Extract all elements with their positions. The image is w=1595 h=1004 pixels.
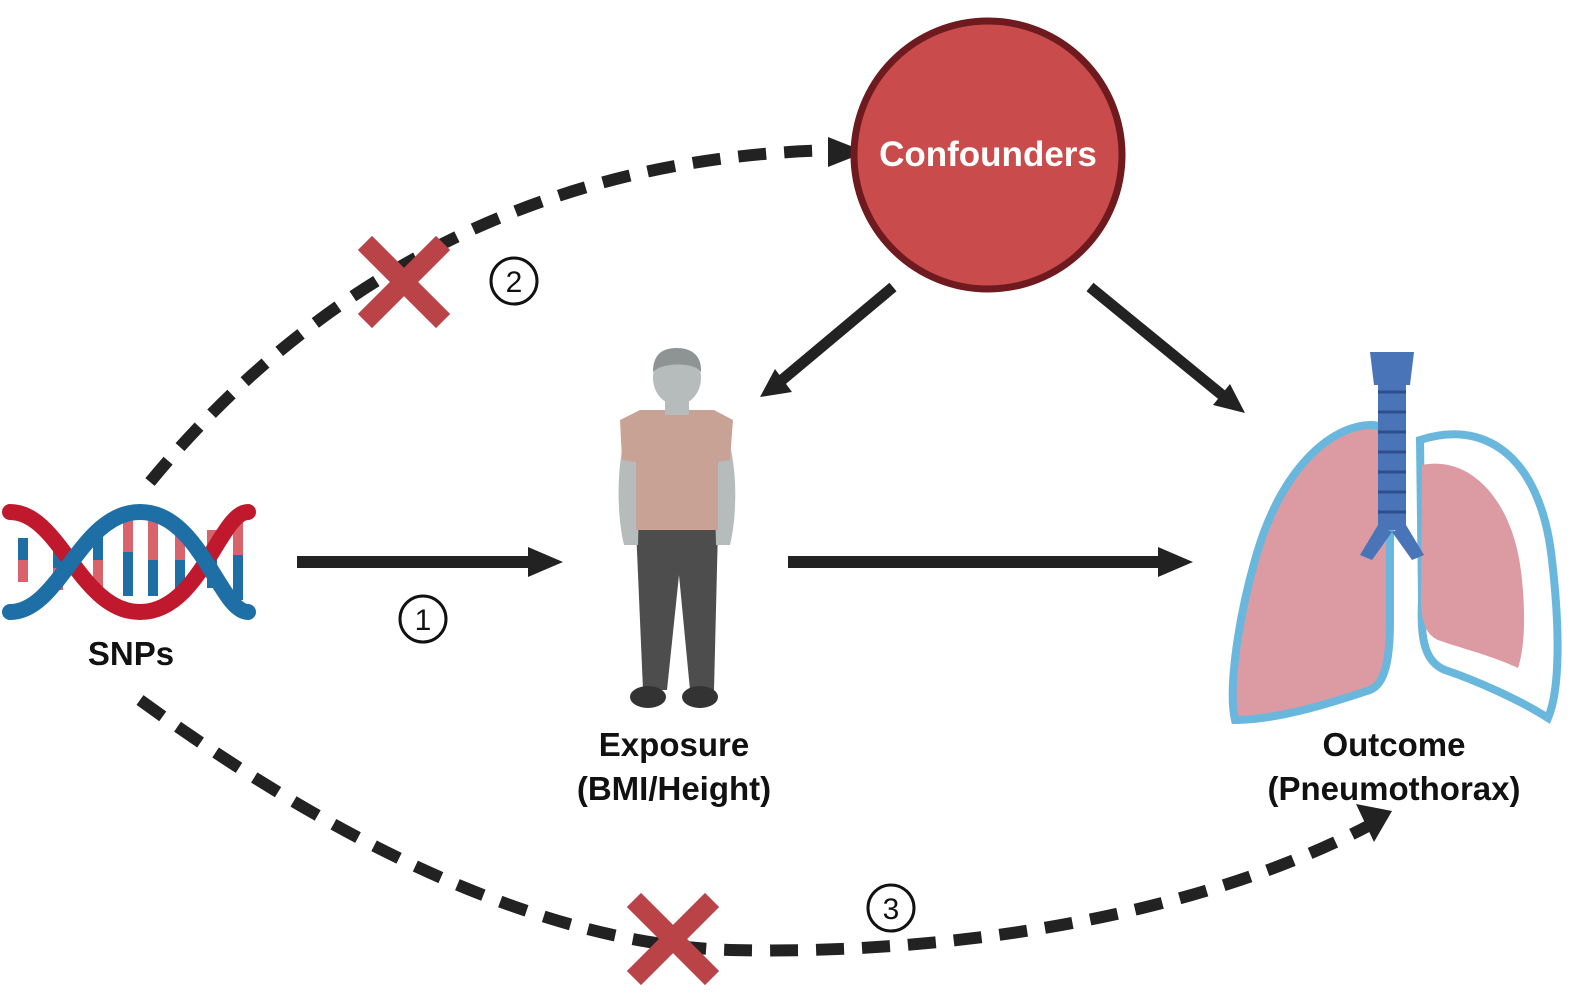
person-icon: [618, 348, 736, 708]
arrowhead-confounders: [828, 137, 866, 167]
cross-icon: [357, 235, 451, 329]
marker-2: 2: [489, 256, 539, 306]
cross-icon: [626, 892, 720, 986]
outcome-label: Outcome: [1322, 726, 1465, 763]
svg-text:3: 3: [883, 893, 900, 926]
confounders-node: Confounders: [850, 17, 1126, 293]
marker-3: 3: [866, 883, 916, 933]
marker-1: 1: [398, 594, 448, 644]
confounders-label: Confounders: [879, 135, 1097, 174]
arrow-confounders-to-outcome: [1086, 282, 1245, 413]
snps-label: SNPs: [88, 635, 174, 672]
exposure-sublabel: (BMI/Height): [577, 770, 771, 807]
arrow-exposure-to-outcome: [788, 547, 1193, 577]
svg-text:1: 1: [415, 604, 432, 637]
arrow-snps-to-exposure: [297, 547, 563, 577]
arrowhead-outcome-dashed: [1356, 804, 1392, 842]
lungs-icon: [1228, 352, 1562, 725]
dna-icon: [2, 503, 256, 621]
path-snps-to-outcome: [136, 695, 1392, 957]
outcome-sublabel: (Pneumothorax): [1267, 770, 1520, 807]
path-snps-to-confounders: [145, 137, 866, 486]
svg-text:2: 2: [506, 266, 523, 299]
arrow-confounders-to-exposure: [760, 282, 897, 397]
exposure-label: Exposure: [599, 726, 749, 763]
